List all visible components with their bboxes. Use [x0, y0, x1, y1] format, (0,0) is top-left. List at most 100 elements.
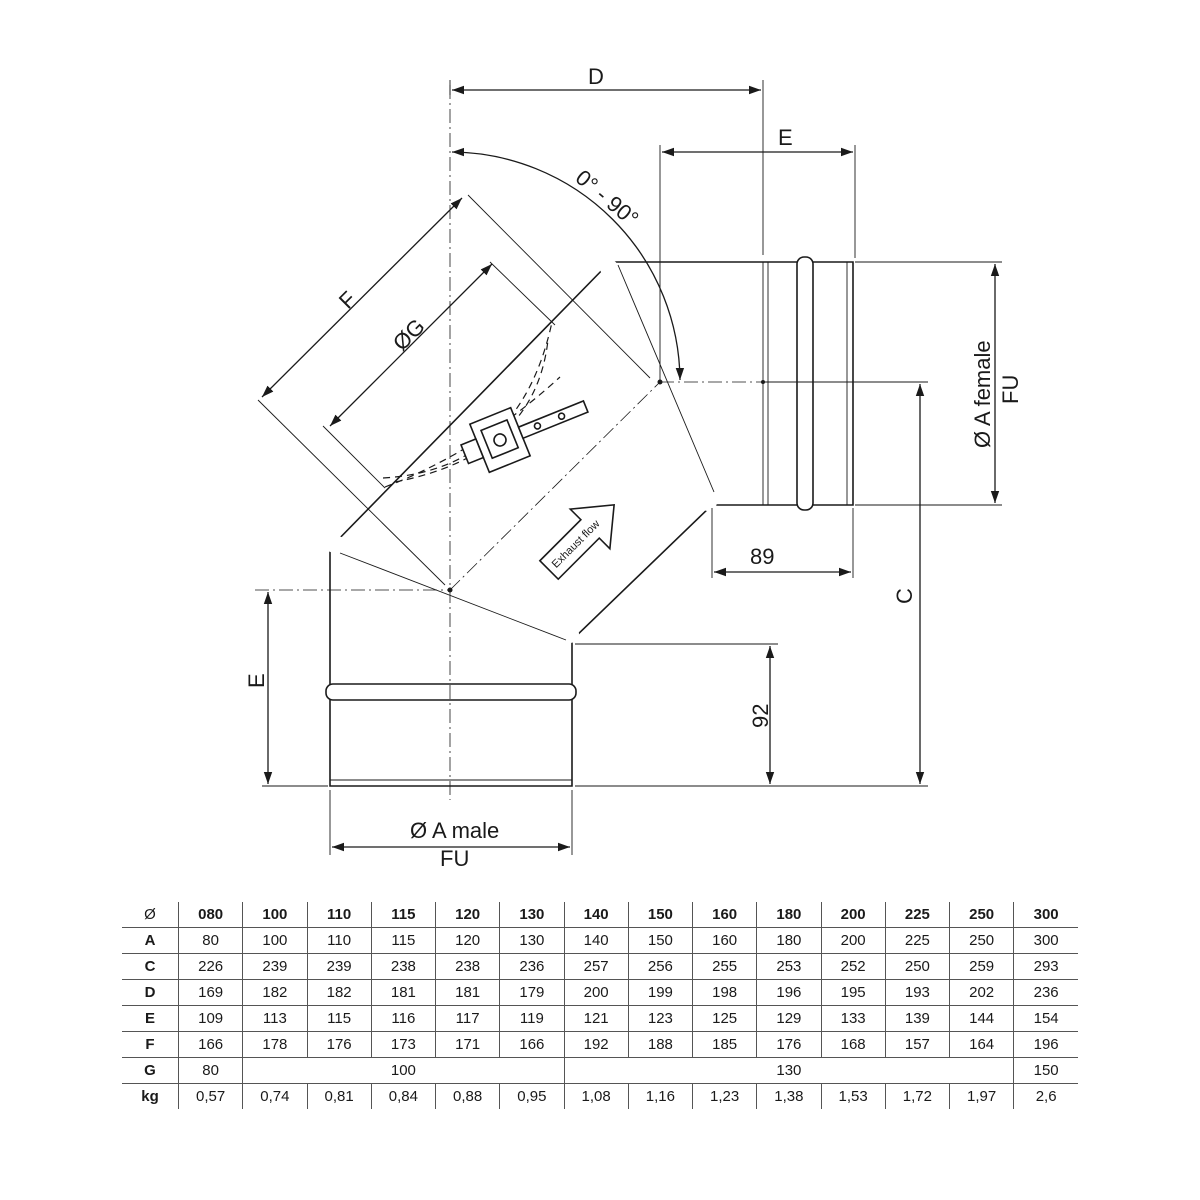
table-cell: 113	[242, 1005, 307, 1032]
table-cell: 166	[177, 1031, 243, 1058]
table-cell: 110	[306, 927, 372, 954]
table-header-cell: 100	[242, 902, 307, 928]
table-header-cell: 300	[1013, 902, 1078, 928]
table-cell: 1,53	[820, 1083, 886, 1109]
female-seal-ring	[796, 256, 814, 511]
table-cell: 181	[434, 979, 500, 1006]
dim-label-F: F	[334, 286, 361, 313]
row-label: A	[122, 927, 179, 954]
table-header-cell: 225	[884, 902, 950, 928]
table-cell: 139	[884, 1005, 950, 1032]
table-header-cell: 120	[434, 902, 500, 928]
table-cell: 250	[884, 953, 950, 980]
dim-label-E-left: E	[244, 673, 269, 688]
dim-label-FU-female: FU	[998, 375, 1023, 404]
table-header-cell: 180	[756, 902, 821, 928]
table-cell: 150	[627, 927, 693, 954]
table-cell: 182	[242, 979, 307, 1006]
table-cell: 116	[370, 1005, 436, 1032]
table-cell: 0,81	[306, 1083, 372, 1109]
table-cell: 252	[820, 953, 886, 980]
table-cell: 253	[756, 953, 821, 980]
table-header-cell: 140	[563, 902, 629, 928]
table-cell: 225	[884, 927, 950, 954]
table-cell: 259	[948, 953, 1014, 980]
table-cell: 157	[884, 1031, 950, 1058]
table-cell: 178	[242, 1031, 307, 1058]
table-cell: 144	[948, 1005, 1014, 1032]
table-cell: 192	[563, 1031, 629, 1058]
table-cell: 202	[948, 979, 1014, 1006]
row-label: kg	[141, 1088, 159, 1105]
table-cell: 168	[820, 1031, 886, 1058]
table-header-cell: 250	[948, 902, 1014, 928]
table-cell: 80	[177, 927, 243, 954]
table-cell: 239	[242, 953, 307, 980]
table-cell: 193	[884, 979, 950, 1006]
dim-label-C: C	[892, 588, 917, 604]
row-label: G	[122, 1057, 179, 1084]
table-cell: 169	[177, 979, 243, 1006]
table-cell: 188	[627, 1031, 693, 1058]
table-cell: 200	[820, 927, 886, 954]
table-cell: 199	[627, 979, 693, 1006]
dim-label-A-male: Ø A male	[410, 818, 499, 843]
table-cell: 1,97	[948, 1083, 1014, 1109]
table-cell-merged: 80	[177, 1057, 243, 1084]
table-cell: 140	[563, 927, 629, 954]
table-cell: 293	[1013, 953, 1078, 980]
table-cell: 238	[434, 953, 500, 980]
diameter-symbol: Ø	[122, 902, 179, 928]
table-cell: 180	[756, 927, 821, 954]
table-cell: 164	[948, 1031, 1014, 1058]
table-header-cell: 115	[370, 902, 436, 928]
table-cell: 171	[434, 1031, 500, 1058]
lower-bead-ring	[325, 683, 577, 701]
table-cell: 181	[370, 979, 436, 1006]
table-cell: 226	[177, 953, 243, 980]
table-cell: 129	[756, 1005, 821, 1032]
table-cell-merged: 130	[563, 1057, 1014, 1084]
table-cell: 236	[499, 953, 564, 980]
table-cell: 0,84	[370, 1083, 436, 1109]
table-cell: 133	[820, 1005, 886, 1032]
table-cell: 300	[1013, 927, 1078, 954]
table-cell: 117	[434, 1005, 500, 1032]
table-header-cell: 080	[177, 902, 243, 928]
dim-label-FU-male: FU	[440, 846, 469, 871]
table-cell: 120	[434, 927, 500, 954]
table-cell: 166	[499, 1031, 564, 1058]
row-label: E	[122, 1005, 179, 1032]
table-cell: 0,74	[242, 1083, 307, 1109]
table-header-cell: 200	[820, 902, 886, 928]
table-cell: 160	[691, 927, 757, 954]
table-cell: 154	[1013, 1005, 1078, 1032]
dim-label-89: 89	[750, 544, 774, 569]
table-cell: 130	[499, 927, 564, 954]
table-cell: 100	[242, 927, 307, 954]
dim-label-92: 92	[748, 704, 773, 728]
table-cell: 179	[499, 979, 564, 1006]
table-cell: 0,95	[499, 1083, 564, 1109]
damper-handle-icon	[459, 399, 589, 474]
table-cell: 256	[627, 953, 693, 980]
table-cell: 1,38	[756, 1083, 821, 1109]
table-cell: 0,57	[177, 1083, 243, 1109]
table-cell: 238	[370, 953, 436, 980]
table-cell: 185	[691, 1031, 757, 1058]
table-cell: 176	[306, 1031, 372, 1058]
technical-drawing: Exhaust flow D E 0° - 90° F ØG	[244, 64, 1023, 871]
table-cell: 115	[306, 1005, 372, 1032]
table-cell: 1,23	[691, 1083, 757, 1109]
table-cell: 109	[177, 1005, 243, 1032]
table-cell: 2,6	[1013, 1083, 1078, 1109]
